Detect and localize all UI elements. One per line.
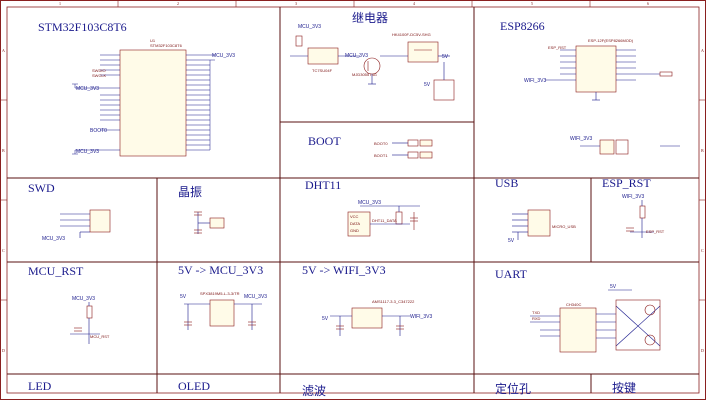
relay-transistor-part: MJD3055T4G — [352, 72, 377, 77]
dht11-net-mcu3v3: MCU_3V3 — [358, 200, 381, 206]
section-title-boot: BOOT — [308, 134, 341, 148]
col-label: 1 — [59, 1, 61, 6]
row-label: B — [701, 148, 704, 153]
relay-net-5v: 5V — [442, 54, 449, 60]
stm32-net-swdio: SWDIO — [92, 68, 106, 73]
usb-part: MICRO_USB — [552, 224, 576, 229]
dht11-pin-data: DATA — [350, 221, 360, 226]
mcurst-net-mcu3v3: MCU_3V3 — [72, 296, 95, 302]
row-label: C — [701, 248, 704, 253]
stm32-net-mcu3v3-right: MCU_3V3 — [212, 53, 235, 59]
dht11-circuit — [347, 205, 420, 237]
stm32-symbol — [72, 49, 215, 157]
swd-net-mcu3v3: MCU_3V3 — [42, 236, 65, 242]
stm32-net-boot: BOOT0 — [90, 128, 107, 134]
section-title-swd: SWD — [28, 181, 55, 195]
row-label: D — [701, 348, 704, 353]
usb-net-5v: 5V — [508, 238, 515, 244]
frame-col-labels: 1 2 3 4 5 6 — [59, 1, 649, 6]
section-title-keys: 按键 — [612, 381, 636, 395]
swd-circuit — [60, 209, 111, 238]
uart-net-5v: 5V — [610, 284, 617, 290]
relay-net-5v-2: 5V — [424, 82, 431, 88]
stm32-net-swclk: SWCLK — [92, 73, 107, 78]
section-title-relay: 继电器 — [352, 11, 388, 25]
col-label: 4 — [413, 1, 415, 6]
section-title-esp8266: ESP8266 — [500, 19, 545, 33]
stm32-ref: U1 — [150, 38, 156, 43]
section-title-esprst: ESP_RST — [602, 176, 651, 190]
row-label: A — [701, 48, 704, 53]
section-title-usb: USB — [495, 176, 518, 190]
section-dividers — [7, 7, 699, 393]
stm32-part: STM32F103C8T6 — [150, 43, 183, 48]
col-label: 2 — [177, 1, 179, 6]
relay-part: HK4100F-DC5V-SHG — [392, 32, 431, 37]
uart-circuit — [530, 289, 661, 353]
ldo-mcu-circuit — [184, 299, 262, 330]
esprst-net-wifi3v3: WIFI_3V3 — [622, 194, 644, 200]
row-label: A — [2, 48, 5, 53]
dht11-pin-gnd: GND — [350, 228, 359, 233]
uart-part: CH340C — [566, 302, 581, 307]
col-label: 5 — [531, 1, 533, 6]
esp8266-net-wifi3v3-2: WIFI_3V3 — [570, 136, 592, 142]
section-title-crystal: 晶振 — [178, 185, 202, 199]
relay-net-mcu3v3: MCU_3V3 — [298, 24, 321, 30]
esprst-net-esprst: ESP_RST — [646, 229, 665, 234]
section-title-ldo33: 5V -> MCU_3V3 — [178, 263, 263, 277]
section-title-uart: UART — [495, 267, 528, 281]
boot-net-boot1: BOOT1 — [374, 153, 388, 158]
frame-ticks — [0, 0, 706, 301]
row-label: C — [2, 248, 5, 253]
esp8266-part: ESP-12F(ESP8266MOD) — [588, 38, 634, 43]
boot-net-boot0: BOOT0 — [374, 141, 388, 146]
relay-net-mcu3v3-2: MCU_3V3 — [345, 53, 368, 59]
dht11-pin-vcc: VCC — [350, 214, 359, 219]
ldo-mcu-net-5v: 5V — [180, 294, 187, 300]
uart-net-rx: RXD — [532, 316, 541, 321]
usb-circuit — [512, 209, 551, 240]
row-label: B — [2, 148, 5, 153]
mcurst-circuit — [70, 302, 100, 344]
crystal-circuit — [194, 211, 225, 234]
section-title-gps: 定位孔 — [495, 381, 531, 396]
dht11-net-data: DHT11_DATA — [372, 218, 397, 223]
ldo-mcu-part: SPX3819M5-L-3-3/TR — [200, 291, 240, 296]
section-title-mcurst: MCU_RST — [28, 264, 84, 278]
relay-circuit — [290, 35, 455, 101]
stm32-net-mcu3v3-bottom: MCU_3V3 — [76, 149, 99, 155]
uart-net-tx: TXD — [532, 310, 540, 315]
ldo-wifi-circuit — [330, 307, 410, 336]
section-title-filter: 滤波 — [302, 384, 326, 398]
ldo-wifi-net-5v: 5V — [322, 316, 329, 322]
esp8266-net-esprst: ESP_RST — [548, 45, 567, 50]
ldo-mcu-net-mcu3v3: MCU_3V3 — [244, 294, 267, 300]
row-label: D — [2, 348, 5, 353]
section-title-oled: OLED — [178, 379, 210, 393]
esp8266-net-wifi3v3: WIFI_3V3 — [524, 78, 546, 84]
section-title-stm32: STM32F103C8T6 — [38, 20, 127, 34]
section-title-led: LED — [28, 379, 52, 393]
boot-circuit — [392, 139, 433, 159]
relay-driver-part: TC7SU04F — [312, 68, 333, 73]
esp8266-symbol — [545, 45, 680, 155]
frame-row-labels: A B C D A B C D — [2, 48, 704, 353]
esprst-circuit — [626, 200, 654, 238]
ldo-wifi-part: AMS1117-3.3_C347222 — [372, 299, 415, 304]
mcurst-net-mcurst: MCU_RST — [90, 334, 110, 339]
ldo-wifi-net-wifi3v3: WIFI_3V3 — [410, 314, 432, 320]
stm32-net-mcu3v3-left: MCU_3V3 — [76, 86, 99, 92]
col-label: 6 — [647, 1, 649, 6]
section-title-ldowifi: 5V -> WIFI_3V3 — [302, 263, 386, 277]
col-label: 3 — [295, 1, 297, 6]
section-title-dht11: DHT11 — [305, 178, 341, 192]
